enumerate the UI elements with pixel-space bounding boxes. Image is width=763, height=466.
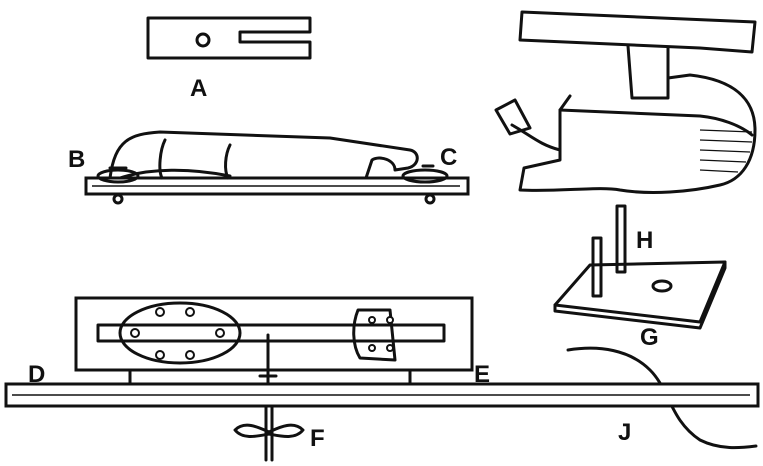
part-gh-pin-plate bbox=[553, 204, 727, 330]
part-def-press-assembly bbox=[4, 296, 760, 462]
label-h: H bbox=[636, 227, 653, 254]
part-a-slotted-plate bbox=[146, 16, 312, 60]
label-f: F bbox=[310, 425, 325, 452]
part-iron-shoe bbox=[494, 10, 757, 194]
part-bc-clamp-assembly bbox=[84, 130, 470, 205]
label-d: D bbox=[28, 361, 45, 388]
label-e: E bbox=[474, 361, 490, 388]
label-b: B bbox=[68, 146, 85, 173]
label-j: J bbox=[618, 419, 631, 446]
label-c: C bbox=[440, 144, 457, 171]
label-g: G bbox=[640, 324, 659, 351]
label-a: A bbox=[190, 75, 207, 102]
